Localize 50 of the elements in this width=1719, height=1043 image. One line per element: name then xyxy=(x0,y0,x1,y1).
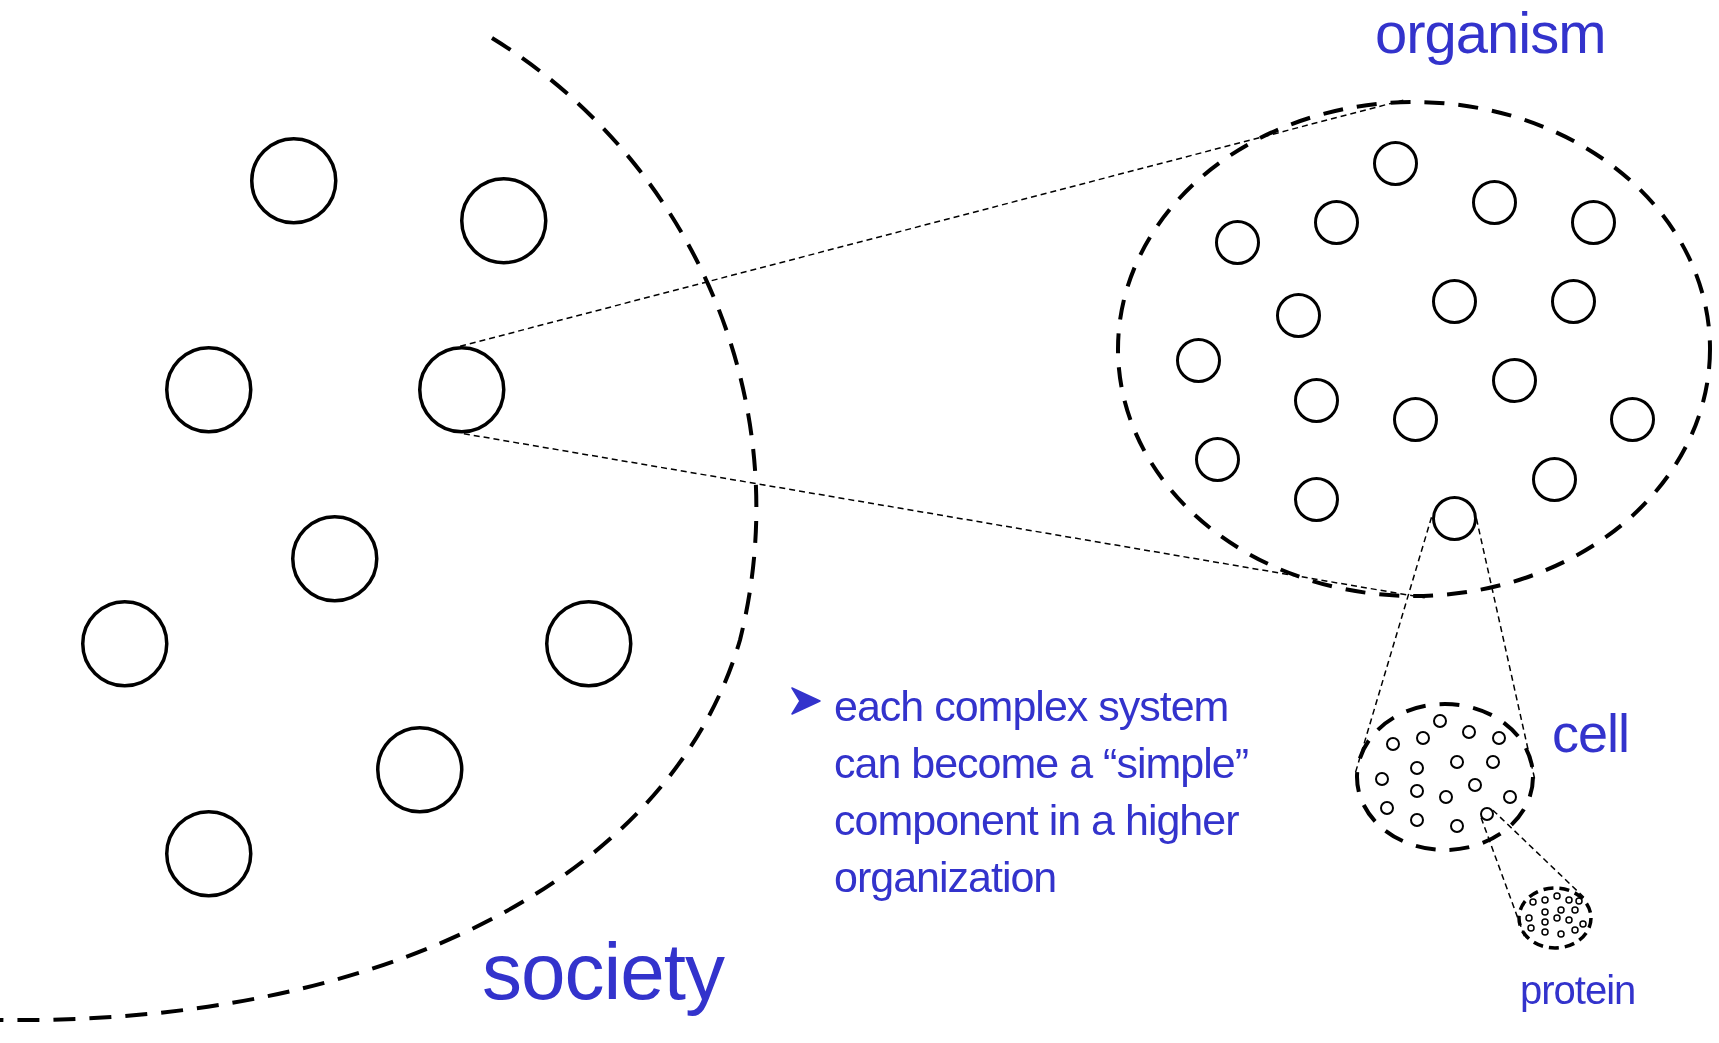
small-circle xyxy=(1468,778,1482,792)
small-circle xyxy=(1392,396,1438,442)
small-circle xyxy=(250,137,338,225)
small-circle xyxy=(376,726,464,814)
small-circle xyxy=(1503,790,1517,804)
small-circle xyxy=(291,515,379,603)
small-circle xyxy=(1550,278,1596,324)
small-circle xyxy=(1416,731,1430,745)
small-circle xyxy=(165,346,253,434)
small-circle xyxy=(1433,714,1447,728)
small-circle xyxy=(81,600,169,688)
small-circle xyxy=(1293,476,1339,522)
small-circle xyxy=(1410,784,1424,798)
small-circle xyxy=(1386,737,1400,751)
small-circle xyxy=(1531,456,1577,502)
level-label: cell xyxy=(1552,706,1630,760)
small-circle xyxy=(1380,801,1394,815)
small-circle xyxy=(1570,199,1616,245)
small-circle xyxy=(1450,755,1464,769)
zoom-line xyxy=(1492,809,1586,900)
note-text: each complex system can become a “simple” component in a higher organization xyxy=(834,681,1249,903)
small-circle xyxy=(545,600,633,688)
small-circle xyxy=(1275,292,1321,338)
small-circle xyxy=(1175,337,1221,383)
small-circle xyxy=(1609,396,1655,442)
zoom-line xyxy=(463,432,1426,599)
small-circle xyxy=(1491,357,1537,403)
small-circle xyxy=(418,346,506,434)
small-circle xyxy=(1431,495,1477,541)
small-circle xyxy=(1194,436,1240,482)
zoom-line xyxy=(1354,516,1433,775)
small-circle xyxy=(1372,140,1418,186)
small-circle xyxy=(1462,725,1476,739)
small-circle xyxy=(1492,731,1506,745)
small-circle xyxy=(1410,761,1424,775)
small-circle xyxy=(1293,377,1339,423)
small-circle xyxy=(1214,219,1260,265)
small-circle xyxy=(1375,772,1389,786)
zoom-line xyxy=(1480,817,1526,939)
small-circle xyxy=(1486,755,1500,769)
level-label: protein xyxy=(1520,970,1636,1010)
small-circle xyxy=(1431,278,1477,324)
small-circle xyxy=(1480,807,1494,821)
small-circle xyxy=(460,177,548,265)
small-circle xyxy=(1410,813,1424,827)
small-circle xyxy=(1439,790,1453,804)
small-circle xyxy=(1471,179,1517,225)
small-circle xyxy=(165,810,253,898)
small-circle xyxy=(1450,819,1464,833)
small-circle xyxy=(1313,199,1359,245)
